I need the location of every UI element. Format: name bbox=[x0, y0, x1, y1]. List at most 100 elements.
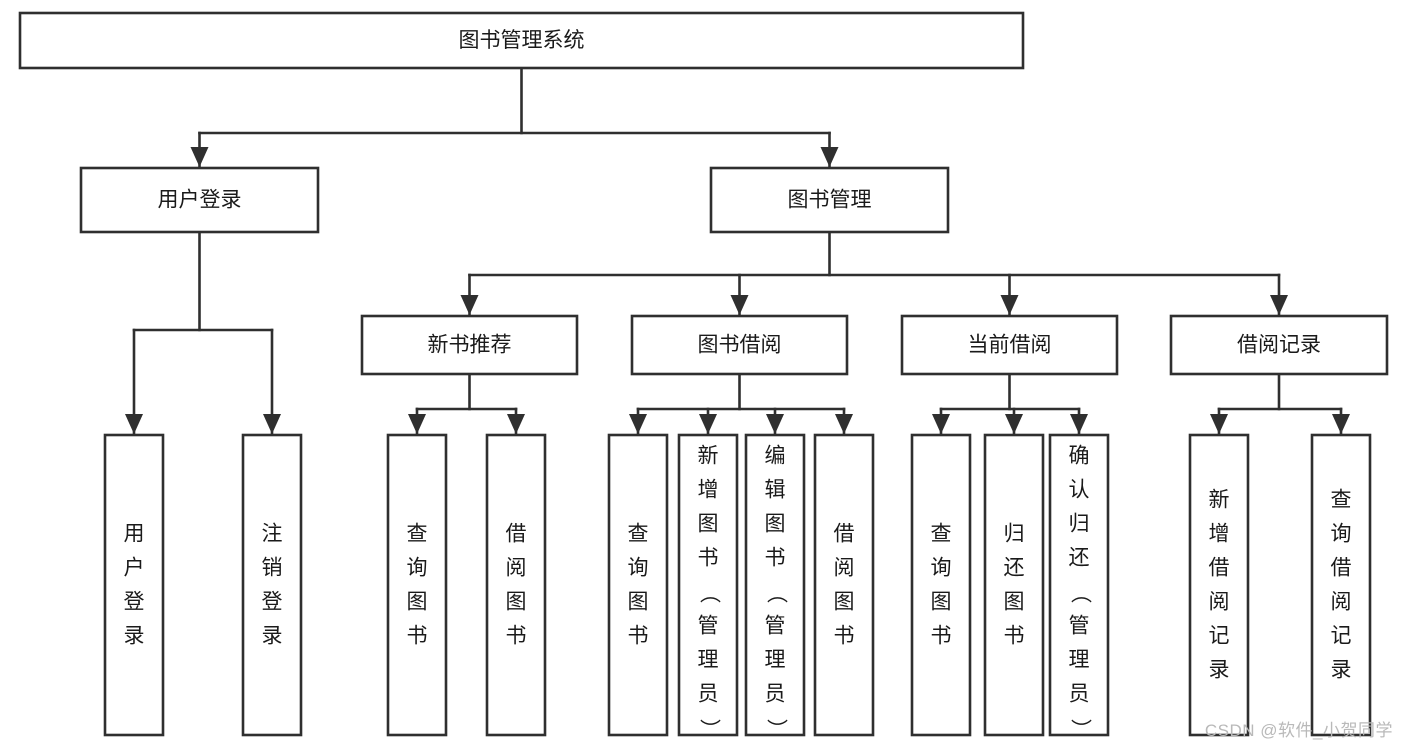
node-label: 用户登录 bbox=[158, 189, 242, 212]
node-current-borrow[interactable]: 当前借阅 bbox=[900, 314, 1119, 376]
arrow-head-icon bbox=[1332, 414, 1350, 434]
svg-text:借: 借 bbox=[834, 523, 855, 546]
svg-text:记: 记 bbox=[1209, 625, 1230, 648]
svg-text:询: 询 bbox=[1331, 523, 1352, 546]
node-box bbox=[813, 433, 875, 737]
arrow-head-icon bbox=[507, 414, 525, 434]
node-box bbox=[910, 433, 972, 737]
arrow-head-icon bbox=[932, 414, 950, 434]
svg-text:录: 录 bbox=[262, 625, 283, 648]
svg-text:询: 询 bbox=[931, 557, 952, 580]
node-box bbox=[900, 314, 1119, 376]
svg-text:图: 图 bbox=[698, 513, 719, 536]
node-book-borrow[interactable]: 图书借阅 bbox=[630, 314, 849, 376]
node-book-manage[interactable]: 图书管理 bbox=[709, 166, 950, 234]
node-box bbox=[18, 11, 1025, 70]
svg-text:借: 借 bbox=[506, 523, 527, 546]
svg-text:阅: 阅 bbox=[1331, 591, 1352, 614]
node-box bbox=[1169, 314, 1389, 376]
arrow-head-icon bbox=[1070, 414, 1088, 434]
node-box bbox=[607, 433, 669, 737]
svg-text:阅: 阅 bbox=[506, 557, 527, 580]
svg-text:图: 图 bbox=[407, 591, 428, 614]
node-box bbox=[1188, 433, 1250, 737]
node-box bbox=[485, 433, 547, 737]
node-label: 图书借阅 bbox=[698, 334, 782, 357]
svg-text:注: 注 bbox=[262, 523, 283, 546]
svg-text:书: 书 bbox=[1004, 625, 1025, 648]
arrow-head-icon bbox=[460, 295, 479, 315]
svg-text:销: 销 bbox=[262, 557, 283, 580]
svg-text:借: 借 bbox=[1331, 557, 1352, 580]
node-box bbox=[241, 433, 303, 737]
arrow-head-icon bbox=[1000, 295, 1019, 315]
node-label: 图书管理系统 bbox=[459, 29, 585, 52]
node-user-login[interactable]: 用户登录 bbox=[79, 166, 320, 234]
svg-text:辑: 辑 bbox=[765, 479, 786, 502]
svg-text:查: 查 bbox=[1331, 489, 1352, 512]
svg-text:图: 图 bbox=[931, 591, 952, 614]
node-root[interactable]: 图书管理系统 bbox=[18, 11, 1025, 70]
arrow-head-icon bbox=[263, 414, 281, 434]
svg-text:书: 书 bbox=[834, 625, 855, 648]
arrow-head-icon bbox=[766, 414, 784, 434]
svg-text:查: 查 bbox=[407, 523, 428, 546]
connector-layer bbox=[125, 66, 1350, 436]
node-label: 借阅记录 bbox=[1237, 334, 1321, 357]
svg-text:记: 记 bbox=[1331, 625, 1352, 648]
arrow-head-icon bbox=[1210, 414, 1228, 434]
svg-text:录: 录 bbox=[124, 625, 145, 648]
node-borrow-record[interactable]: 借阅记录 bbox=[1169, 314, 1389, 376]
svg-text:确: 确 bbox=[1069, 445, 1090, 468]
arrow-head-icon bbox=[699, 414, 717, 434]
svg-text:理: 理 bbox=[765, 649, 786, 672]
svg-text:查: 查 bbox=[628, 523, 649, 546]
node-label: 新书推荐 bbox=[428, 334, 512, 357]
node-box bbox=[1310, 433, 1372, 737]
arrow-head-icon bbox=[408, 414, 426, 434]
svg-text:理: 理 bbox=[698, 649, 719, 672]
svg-text:员: 员 bbox=[698, 683, 719, 706]
arrow-head-icon bbox=[629, 414, 647, 434]
svg-text:新: 新 bbox=[698, 445, 719, 468]
node-new-book-rec[interactable]: 新书推荐 bbox=[360, 314, 579, 376]
svg-text:（: （ bbox=[764, 583, 787, 604]
svg-text:图: 图 bbox=[834, 591, 855, 614]
svg-text:理: 理 bbox=[1069, 649, 1090, 672]
svg-text:还: 还 bbox=[1069, 547, 1090, 570]
svg-text:（: （ bbox=[1068, 583, 1091, 604]
svg-text:（: （ bbox=[697, 583, 720, 604]
node-box bbox=[983, 433, 1045, 737]
node-label: 当前借阅 bbox=[968, 334, 1052, 357]
svg-text:增: 增 bbox=[698, 479, 719, 502]
svg-text:阅: 阅 bbox=[1209, 591, 1230, 614]
svg-text:编: 编 bbox=[765, 445, 786, 468]
svg-text:书: 书 bbox=[506, 625, 527, 648]
node-leaf-user-login[interactable]: 用户登录 bbox=[103, 433, 165, 737]
svg-text:书: 书 bbox=[407, 625, 428, 648]
arrow-head-icon bbox=[125, 414, 143, 434]
